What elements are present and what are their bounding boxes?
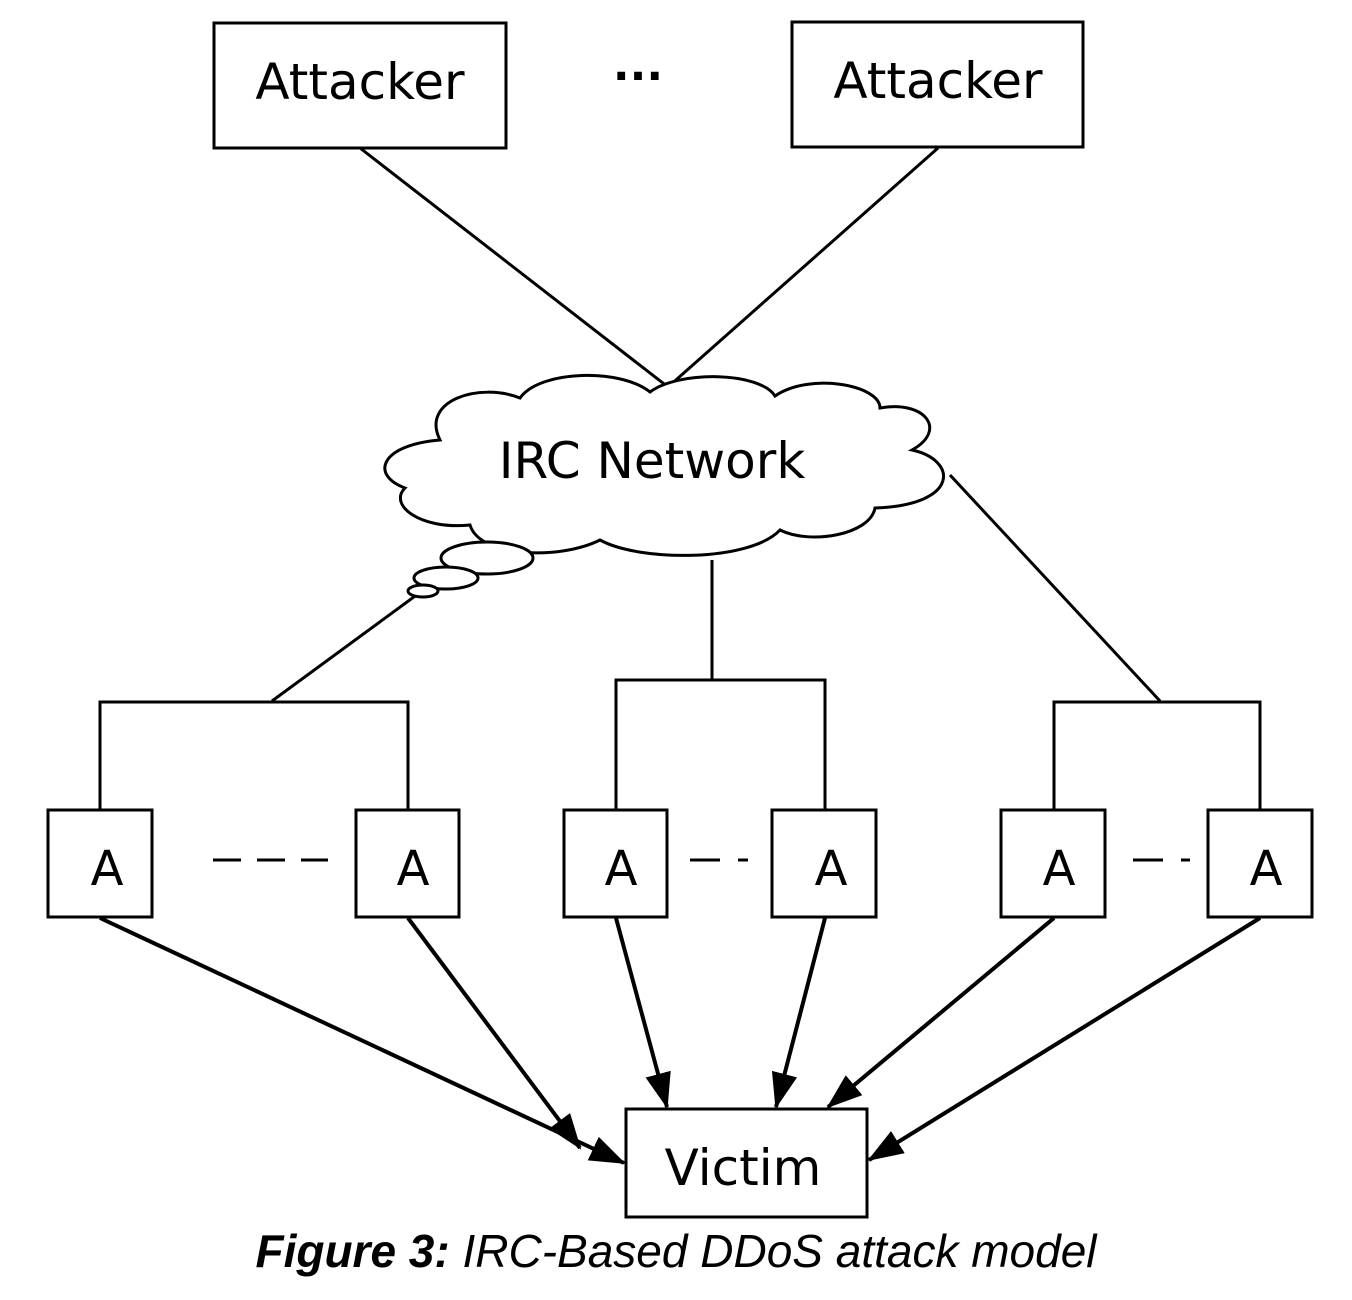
caption-text: IRC-Based DDoS attack model — [449, 1225, 1097, 1277]
attack-arrow — [614, 917, 671, 1109]
attacker-node-1: Attacker — [212, 21, 508, 150]
group-2-bracket — [614, 678, 827, 810]
attack-arrow — [826, 916, 1056, 1109]
thought-bubble-large — [439, 540, 535, 576]
caption-prefix: Figure 3: — [255, 1225, 450, 1277]
agent-node: A — [562, 808, 669, 919]
agent-node: A — [770, 808, 878, 919]
attack-arrow — [99, 916, 626, 1165]
victim-label: Victim — [665, 1139, 822, 1197]
irc-network-label: IRC Network — [499, 432, 806, 490]
thought-bubble-medium — [412, 565, 480, 591]
agent-label: A — [1043, 841, 1076, 897]
figure-caption: Figure 3: IRC-Based DDoS attack model — [0, 1224, 1352, 1278]
attack-arrow — [867, 916, 1262, 1162]
attacker-ellipsis: ... — [613, 40, 663, 91]
agent-label: A — [815, 841, 848, 897]
network-link-left — [271, 589, 423, 703]
irc-network-cloud: IRC Network — [383, 373, 945, 599]
agent-label: A — [1250, 841, 1283, 897]
agent-node: A — [354, 808, 461, 919]
agent-label: A — [397, 841, 430, 897]
group-1-bracket — [98, 700, 410, 810]
attack-arrow — [406, 916, 582, 1150]
victim-node: Victim — [624, 1107, 869, 1219]
attacker-1-label: Attacker — [255, 53, 465, 111]
attack-arrow — [771, 917, 827, 1109]
attacker-2-label: Attacker — [833, 52, 1043, 110]
attacker-1-link — [359, 146, 669, 389]
thought-bubble-small — [406, 583, 440, 599]
network-link-right — [948, 473, 1162, 703]
attacker-2-link — [667, 146, 939, 389]
agent-node: A — [46, 808, 154, 919]
agent-label: A — [605, 841, 638, 897]
attacker-node-2: Attacker — [790, 20, 1085, 149]
agent-label: A — [91, 841, 124, 897]
group-3-bracket — [1052, 700, 1262, 810]
agent-node: A — [1206, 808, 1314, 919]
agent-node: A — [999, 808, 1107, 919]
